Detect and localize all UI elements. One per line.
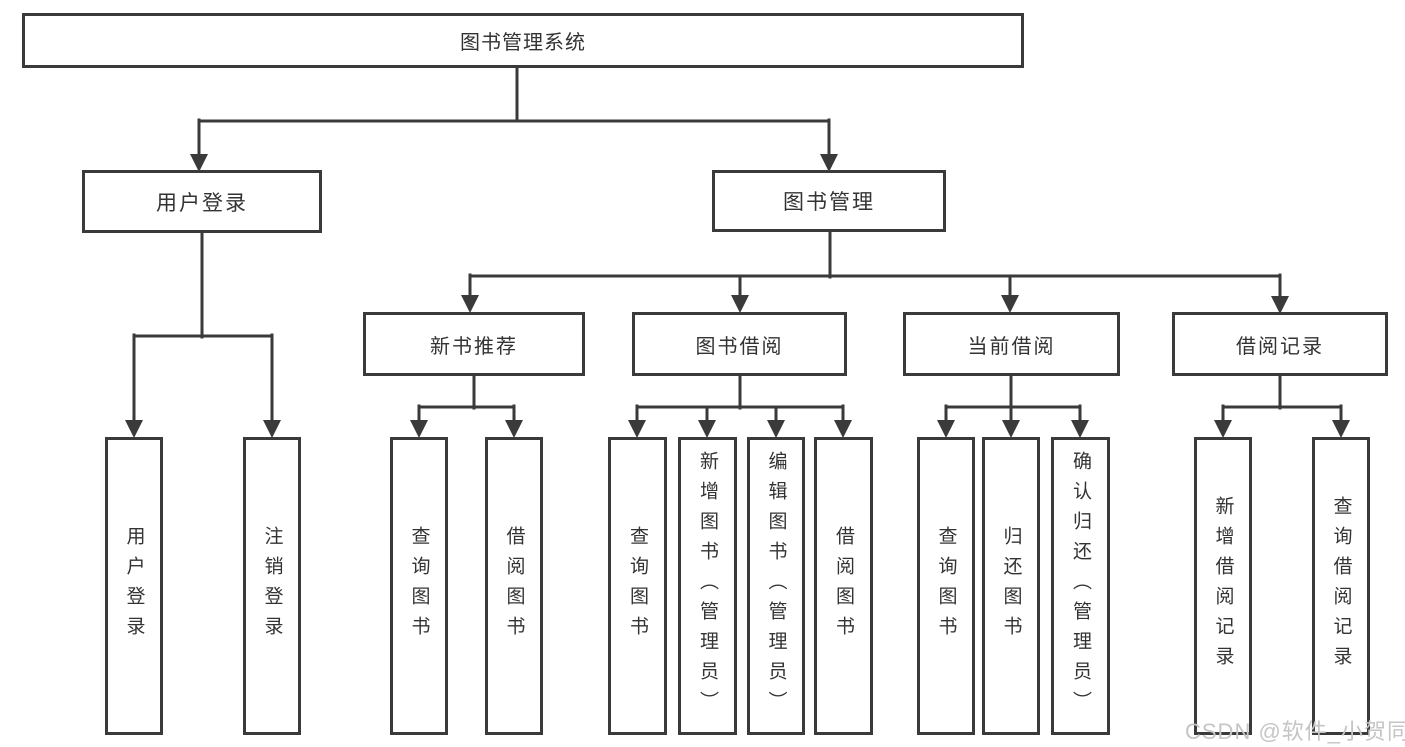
node-user-login-label: 用户登录 — [156, 191, 248, 215]
leaf-return-books-label: 归还图书 — [1000, 526, 1022, 646]
node-borrow-records-label: 借阅记录 — [1236, 335, 1324, 358]
leaf-logout: 注销登录 — [243, 437, 301, 735]
leaf-query-books-recommend-label: 查询图书 — [408, 526, 430, 646]
leaf-query-borrow-record-label: 查询借阅记录 — [1330, 496, 1352, 676]
leaf-query-books-borrow: 查询图书 — [608, 437, 667, 735]
leaf-borrow-books-label: 借阅图书 — [833, 526, 854, 646]
arrowheads — [125, 154, 1350, 438]
leaf-borrow-books-recommend: 借阅图书 — [485, 437, 543, 735]
node-new-book-recommend: 新书推荐 — [363, 312, 585, 376]
leaf-return-books: 归还图书 — [982, 437, 1040, 735]
leaf-user-login-label: 用户登录 — [123, 526, 145, 646]
leaf-edit-books-admin-label: 编辑图书（管理员） — [765, 451, 787, 721]
node-root-label: 图书管理系统 — [460, 32, 586, 54]
node-new-book-recommend-label: 新书推荐 — [430, 335, 518, 358]
leaf-query-books-borrow-label: 查询图书 — [627, 526, 648, 646]
node-borrow-records: 借阅记录 — [1172, 312, 1388, 376]
leaf-edit-books-admin: 编辑图书（管理员） — [747, 437, 805, 735]
leaf-add-books-admin: 新增图书（管理员） — [678, 437, 737, 735]
leaf-query-books-current-label: 查询图书 — [935, 526, 957, 646]
leaf-query-books-current: 查询图书 — [917, 437, 975, 735]
leaf-logout-label: 注销登录 — [261, 526, 283, 646]
node-user-login: 用户登录 — [82, 170, 322, 233]
node-current-borrow: 当前借阅 — [903, 312, 1120, 376]
leaf-add-borrow-record-label: 新增借阅记录 — [1212, 496, 1234, 676]
csdn-watermark: CSDN @软件_小贺同学 — [1185, 719, 1405, 744]
leaf-query-books-recommend: 查询图书 — [390, 437, 448, 735]
leaf-add-books-admin-label: 新增图书（管理员） — [697, 451, 718, 721]
leaf-confirm-return-admin-label: 确认归还（管理员） — [1070, 451, 1091, 721]
node-current-borrow-label: 当前借阅 — [967, 335, 1056, 358]
leaf-borrow-books: 借阅图书 — [814, 437, 873, 735]
node-book-management: 图书管理 — [712, 170, 946, 232]
leaf-add-borrow-record: 新增借阅记录 — [1194, 437, 1252, 735]
node-root: 图书管理系统 — [22, 13, 1024, 68]
leaf-confirm-return-admin: 确认归还（管理员） — [1051, 437, 1110, 735]
node-book-management-label: 图书管理 — [783, 191, 875, 214]
leaf-user-login: 用户登录 — [105, 437, 163, 735]
leaf-query-borrow-record: 查询借阅记录 — [1312, 437, 1370, 735]
leaf-borrow-books-recommend-label: 借阅图书 — [503, 526, 525, 646]
node-book-borrow-label: 图书借阅 — [695, 335, 784, 358]
node-book-borrow: 图书借阅 — [632, 312, 847, 376]
